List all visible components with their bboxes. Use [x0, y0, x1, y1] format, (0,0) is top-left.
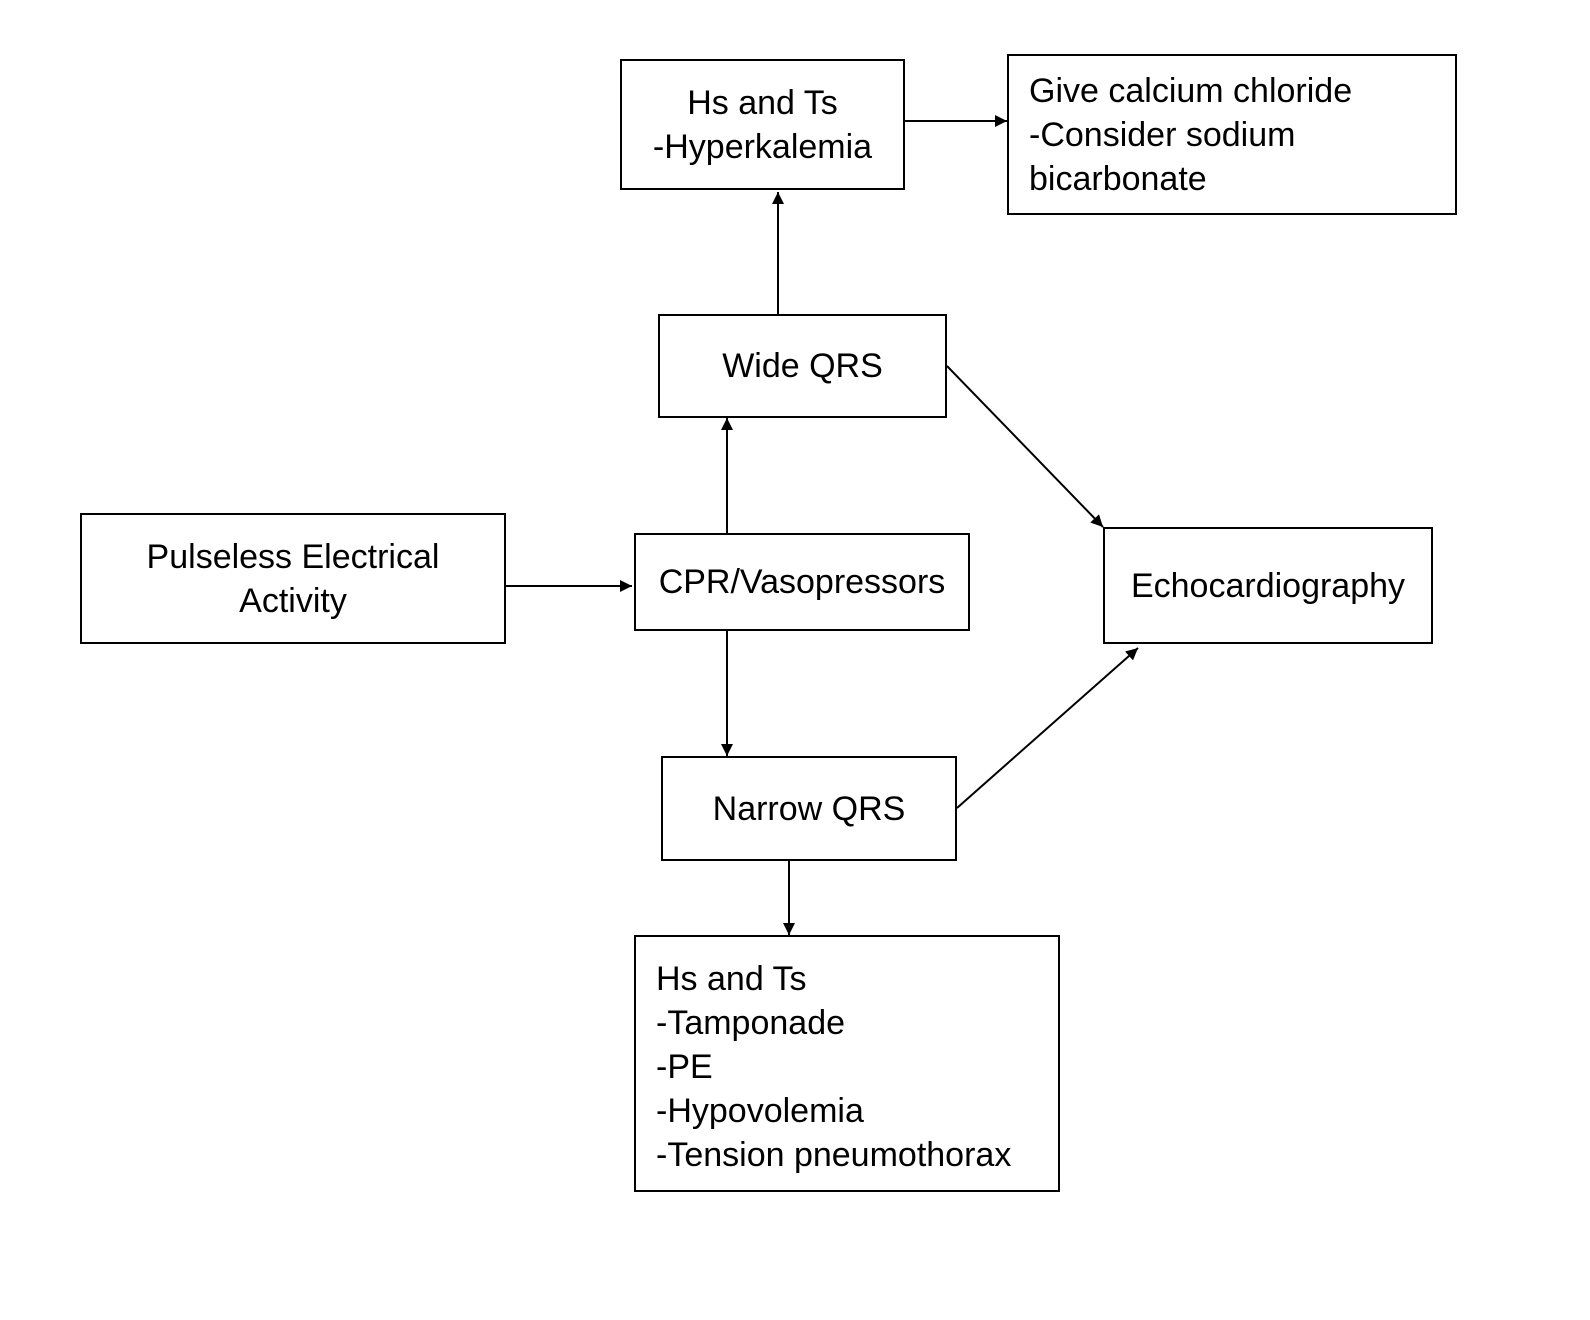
node-line: -Consider sodium: [1029, 115, 1296, 154]
node-line: -PE: [656, 1048, 713, 1086]
arrow-narrow-to-echo: [956, 647, 1139, 809]
node-line: Activity: [239, 581, 347, 620]
node-line: Give calcium chloride: [1029, 71, 1353, 110]
node-narrow-qrs: Narrow QRS: [661, 756, 957, 861]
node-echocardiography: Echocardiography: [1103, 527, 1433, 644]
node-line: Wide QRS: [722, 347, 883, 385]
arrow-wide-to-echo: [946, 365, 1104, 528]
node-wide-qrs: Wide QRS: [658, 314, 947, 418]
node-line: -Tamponade: [656, 1004, 846, 1042]
node-line: Pulseless Electrical: [146, 537, 440, 576]
node-line: -Hyperkalemia: [652, 127, 873, 166]
node-hyperkalemia: Hs and Ts -Hyperkalemia: [620, 59, 905, 190]
node-line: Hs and Ts: [656, 960, 807, 998]
node-narrow-qrs-causes: Hs and Ts -Tamponade -PE -Hypovolemia -T…: [634, 935, 1060, 1192]
node-cpr-vasopressors: CPR/Vasopressors: [634, 533, 970, 631]
node-line: Narrow QRS: [712, 789, 906, 828]
node-line: -Tension pneumothorax: [656, 1136, 1012, 1174]
node-calcium-chloride: Give calcium chloride -Consider sodium b…: [1007, 54, 1457, 215]
node-line: Hs and Ts: [687, 83, 838, 122]
node-line: -Hypovolemia: [656, 1092, 864, 1130]
node-line: bicarbonate: [1029, 159, 1207, 198]
node-line: CPR/Vasopressors: [658, 563, 946, 601]
node-pulseless-electrical-activity: Pulseless Electrical Activity: [80, 513, 506, 644]
node-line: Echocardiography: [1130, 566, 1406, 605]
